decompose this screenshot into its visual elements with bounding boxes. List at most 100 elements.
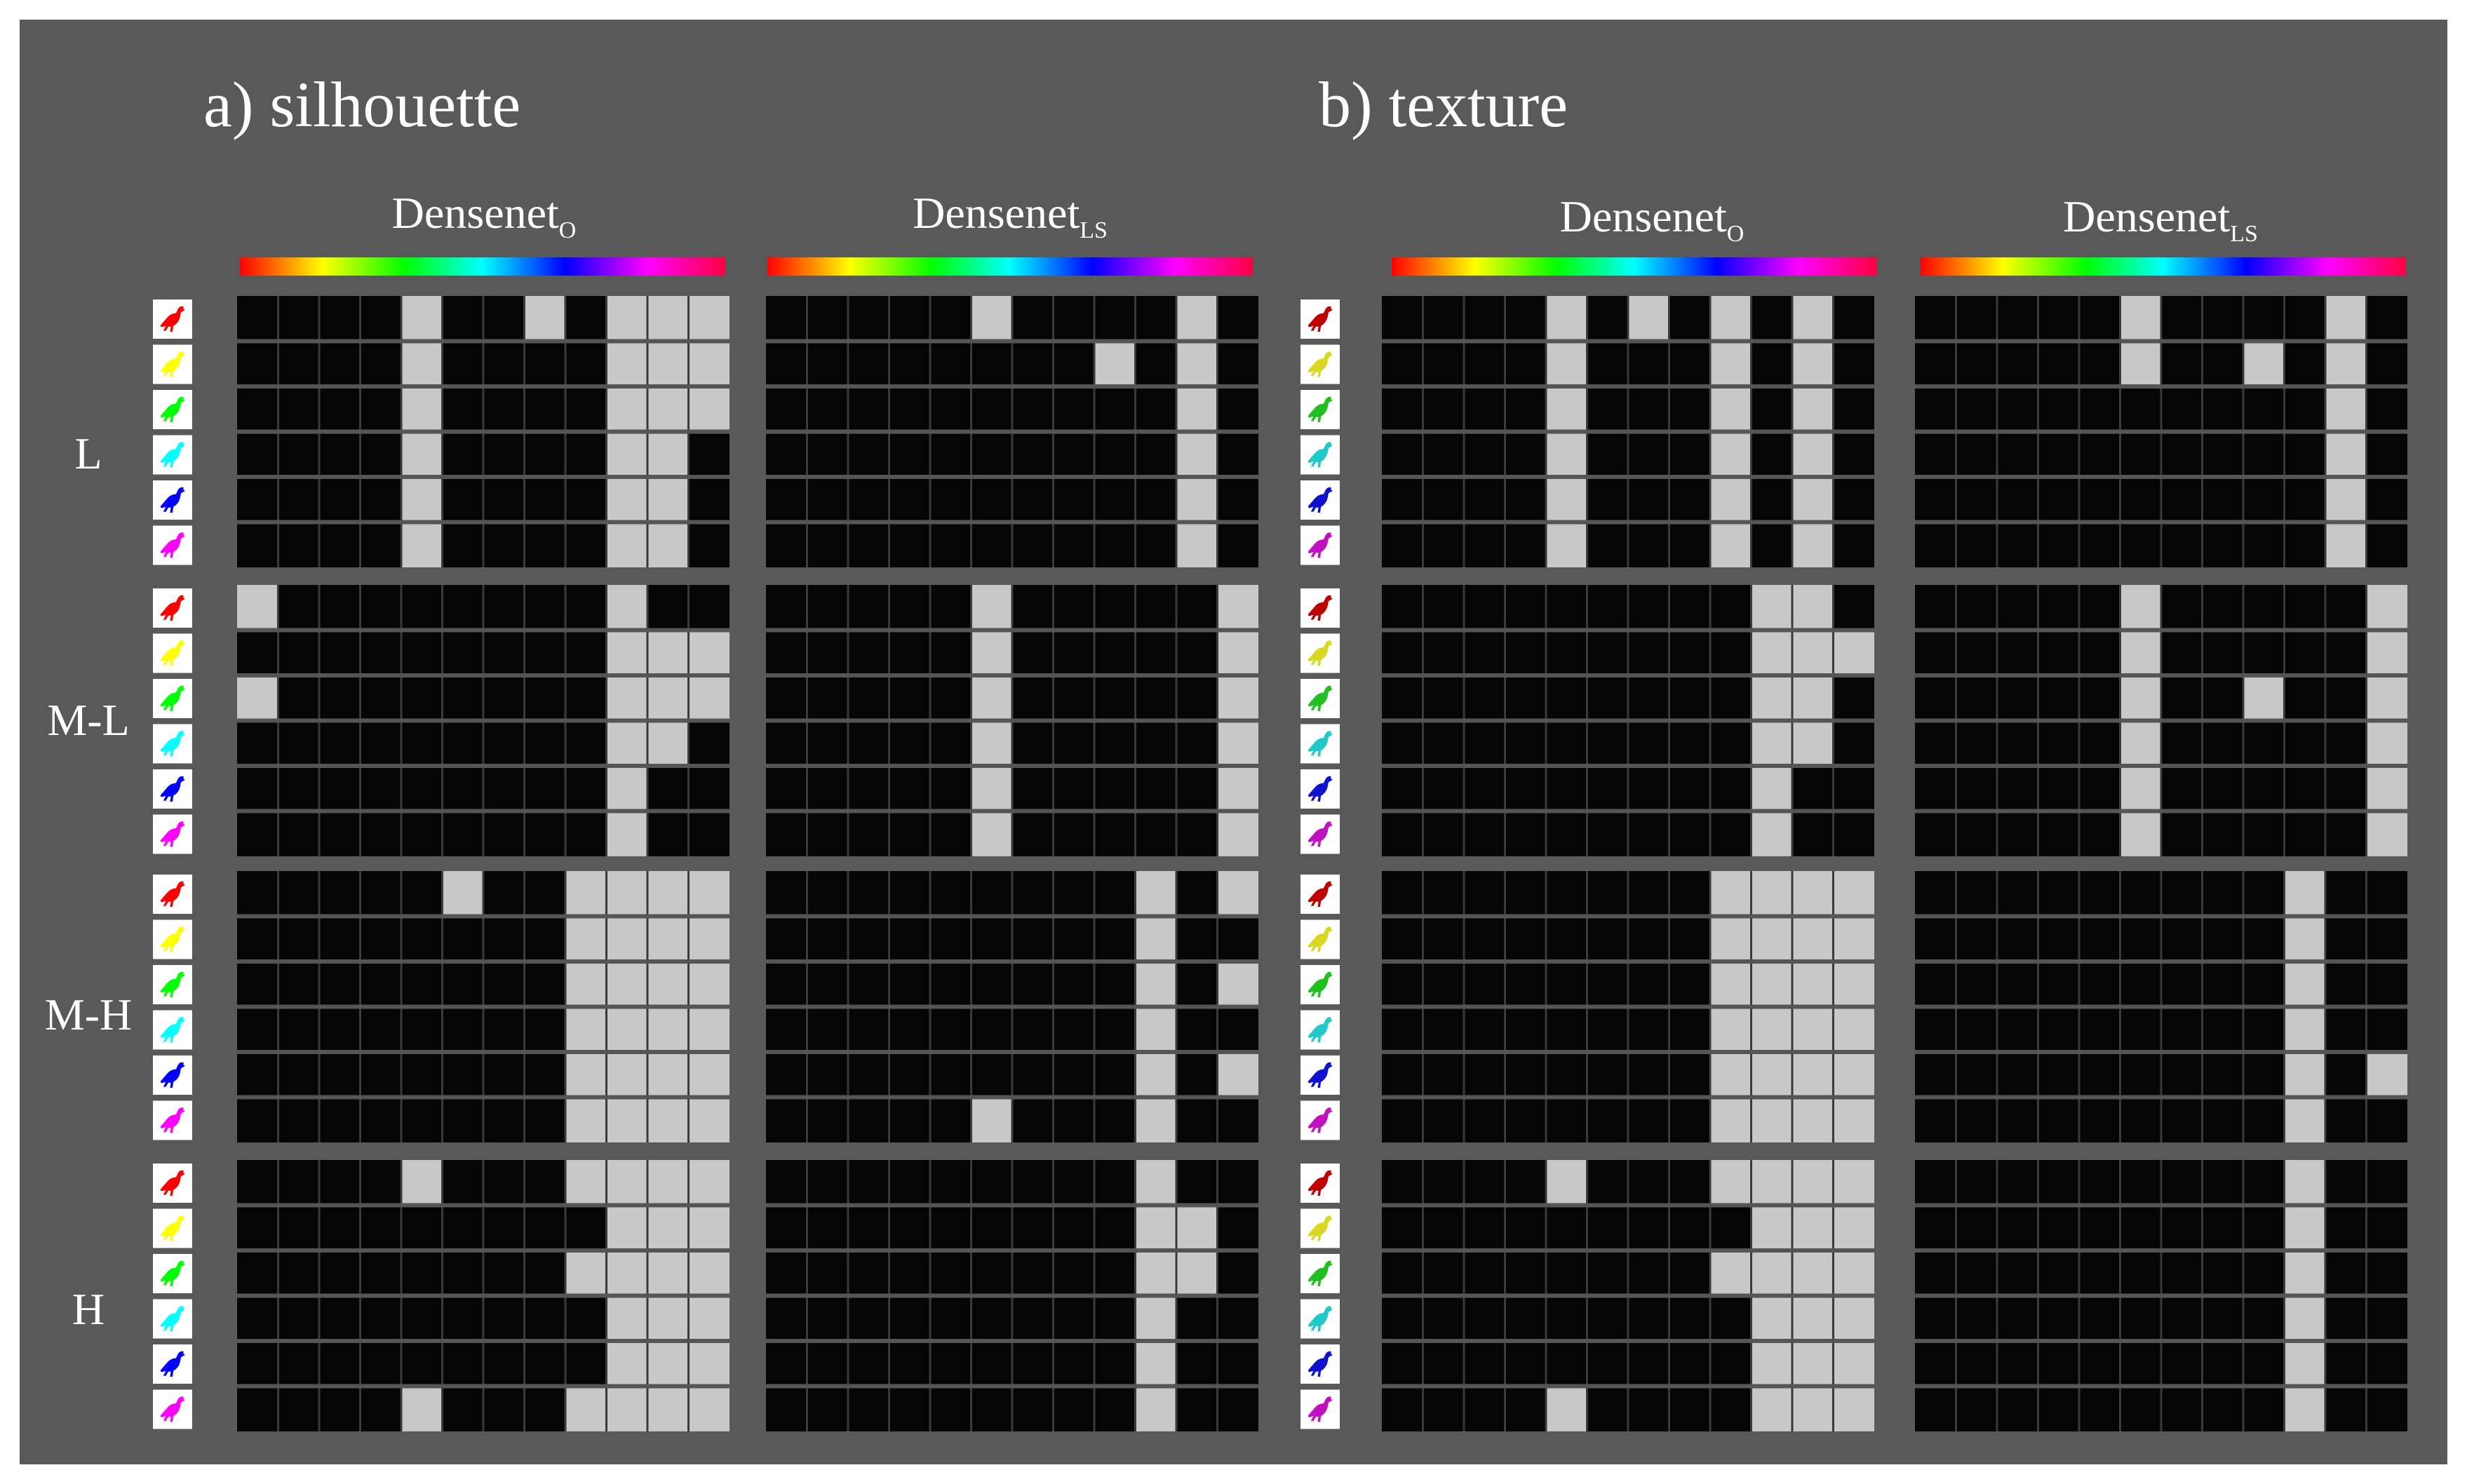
highlighted-cell bbox=[606, 962, 647, 1007]
bird-icon bbox=[1300, 525, 1340, 565]
feature-grid bbox=[1382, 871, 1874, 1142]
highlighted-cell bbox=[2325, 522, 2367, 567]
bird-icon bbox=[153, 679, 192, 718]
highlighted-cell bbox=[1751, 675, 1792, 721]
highlighted-cell bbox=[1217, 811, 1258, 856]
highlighted-cell bbox=[1217, 1052, 1258, 1098]
highlighted-cell bbox=[2325, 477, 2367, 522]
highlighted-cell bbox=[1135, 962, 1176, 1007]
highlighted-cell bbox=[1217, 675, 1258, 721]
highlighted-cell bbox=[1751, 1295, 1792, 1341]
highlighted-cell bbox=[1176, 296, 1218, 342]
feature-grid bbox=[1382, 585, 1874, 856]
bird-icon bbox=[153, 1344, 192, 1384]
highlighted-cell bbox=[971, 585, 1012, 630]
highlighted-cell bbox=[606, 871, 647, 917]
model-label-sub: O bbox=[559, 217, 577, 243]
highlighted-cell bbox=[2366, 630, 2407, 675]
feature-grid bbox=[237, 871, 730, 1142]
highlighted-cell bbox=[1135, 1250, 1176, 1296]
highlighted-cell bbox=[606, 585, 647, 630]
panel-title-silhouette: a) silhouette bbox=[203, 69, 520, 140]
highlighted-cell bbox=[606, 1386, 647, 1431]
bird-icon bbox=[1300, 1010, 1340, 1050]
bird-icon bbox=[1300, 1208, 1340, 1248]
highlighted-cell bbox=[647, 871, 689, 917]
highlighted-cell bbox=[1710, 916, 1752, 962]
highlighted-cell bbox=[688, 1386, 730, 1431]
highlighted-cell bbox=[1751, 1386, 1792, 1431]
highlighted-cell bbox=[688, 871, 730, 917]
highlighted-cell bbox=[606, 296, 647, 342]
bird-icon bbox=[153, 1010, 192, 1050]
bird-icon bbox=[153, 633, 192, 673]
highlighted-cell bbox=[1710, 1250, 1752, 1296]
highlighted-cell bbox=[1792, 1052, 1834, 1098]
highlighted-cell bbox=[2366, 585, 2407, 630]
highlighted-cell bbox=[1833, 1097, 1874, 1142]
highlighted-cell bbox=[1792, 1341, 1834, 1387]
highlighted-cell bbox=[1135, 1295, 1176, 1341]
svg-text:DensenetO: DensenetO bbox=[1560, 191, 1745, 247]
highlighted-cell bbox=[2284, 916, 2325, 962]
highlighted-cell bbox=[647, 1341, 689, 1387]
highlighted-cell bbox=[2120, 720, 2161, 766]
feature-grid bbox=[766, 296, 1258, 567]
highlighted-cell bbox=[2325, 296, 2367, 342]
highlighted-cell bbox=[1710, 1097, 1752, 1142]
highlighted-cell bbox=[647, 1006, 689, 1052]
highlighted-cell bbox=[565, 1006, 607, 1052]
highlighted-cell bbox=[2120, 341, 2161, 386]
highlighted-cell bbox=[1546, 522, 1587, 567]
highlighted-cell bbox=[2284, 1160, 2325, 1206]
highlighted-cell bbox=[1546, 386, 1587, 432]
bird-icon bbox=[1300, 344, 1340, 384]
highlighted-cell bbox=[1751, 1097, 1792, 1142]
highlighted-cell bbox=[1176, 477, 1218, 522]
panel-title-texture: b) texture bbox=[1319, 69, 1568, 140]
highlighted-cell bbox=[606, 386, 647, 432]
bird-icon bbox=[153, 344, 192, 384]
bird-icon bbox=[153, 390, 192, 429]
highlighted-cell bbox=[1710, 962, 1752, 1007]
highlighted-cell bbox=[606, 811, 647, 856]
highlighted-cell bbox=[606, 1097, 647, 1142]
highlighted-cell bbox=[1710, 522, 1752, 567]
bird-icon bbox=[1300, 633, 1340, 673]
highlighted-cell bbox=[971, 766, 1012, 811]
highlighted-cell bbox=[1176, 1205, 1218, 1250]
highlighted-cell bbox=[1833, 1052, 1874, 1098]
highlighted-cell bbox=[1710, 1160, 1752, 1206]
model-header-texture-o: DensenetO bbox=[1560, 191, 1745, 247]
highlighted-cell bbox=[647, 962, 689, 1007]
bird-icon bbox=[153, 919, 192, 959]
feature-grid bbox=[237, 585, 730, 856]
color-scale-bar bbox=[240, 257, 725, 276]
highlighted-cell bbox=[1710, 1052, 1752, 1098]
bird-icon bbox=[153, 875, 192, 914]
highlighted-cell bbox=[1792, 1006, 1834, 1052]
bird-icon bbox=[1300, 814, 1340, 854]
feature-map-grids bbox=[237, 296, 2407, 1431]
highlighted-cell bbox=[565, 1160, 607, 1206]
highlighted-cell bbox=[606, 1052, 647, 1098]
bird-icon bbox=[153, 1389, 192, 1429]
model-label-base: Densenet bbox=[2063, 191, 2230, 241]
highlighted-cell bbox=[1792, 630, 1834, 675]
bird-icon bbox=[1300, 919, 1340, 959]
highlighted-cell bbox=[1217, 766, 1258, 811]
svg-text:DensenetO: DensenetO bbox=[392, 188, 577, 243]
highlighted-cell bbox=[971, 1097, 1012, 1142]
highlighted-cell bbox=[442, 871, 483, 917]
highlighted-cell bbox=[647, 296, 689, 342]
highlighted-cell bbox=[606, 675, 647, 721]
highlighted-cell bbox=[1751, 1205, 1792, 1250]
highlighted-cell bbox=[1833, 1295, 1874, 1341]
highlighted-cell bbox=[1217, 871, 1258, 917]
highlighted-cell bbox=[1135, 1205, 1176, 1250]
bird-icon bbox=[153, 1208, 192, 1248]
feature-grid bbox=[237, 1160, 730, 1431]
highlighted-cell bbox=[647, 720, 689, 766]
highlighted-cell bbox=[1792, 477, 1834, 522]
highlighted-cell bbox=[647, 1160, 689, 1206]
